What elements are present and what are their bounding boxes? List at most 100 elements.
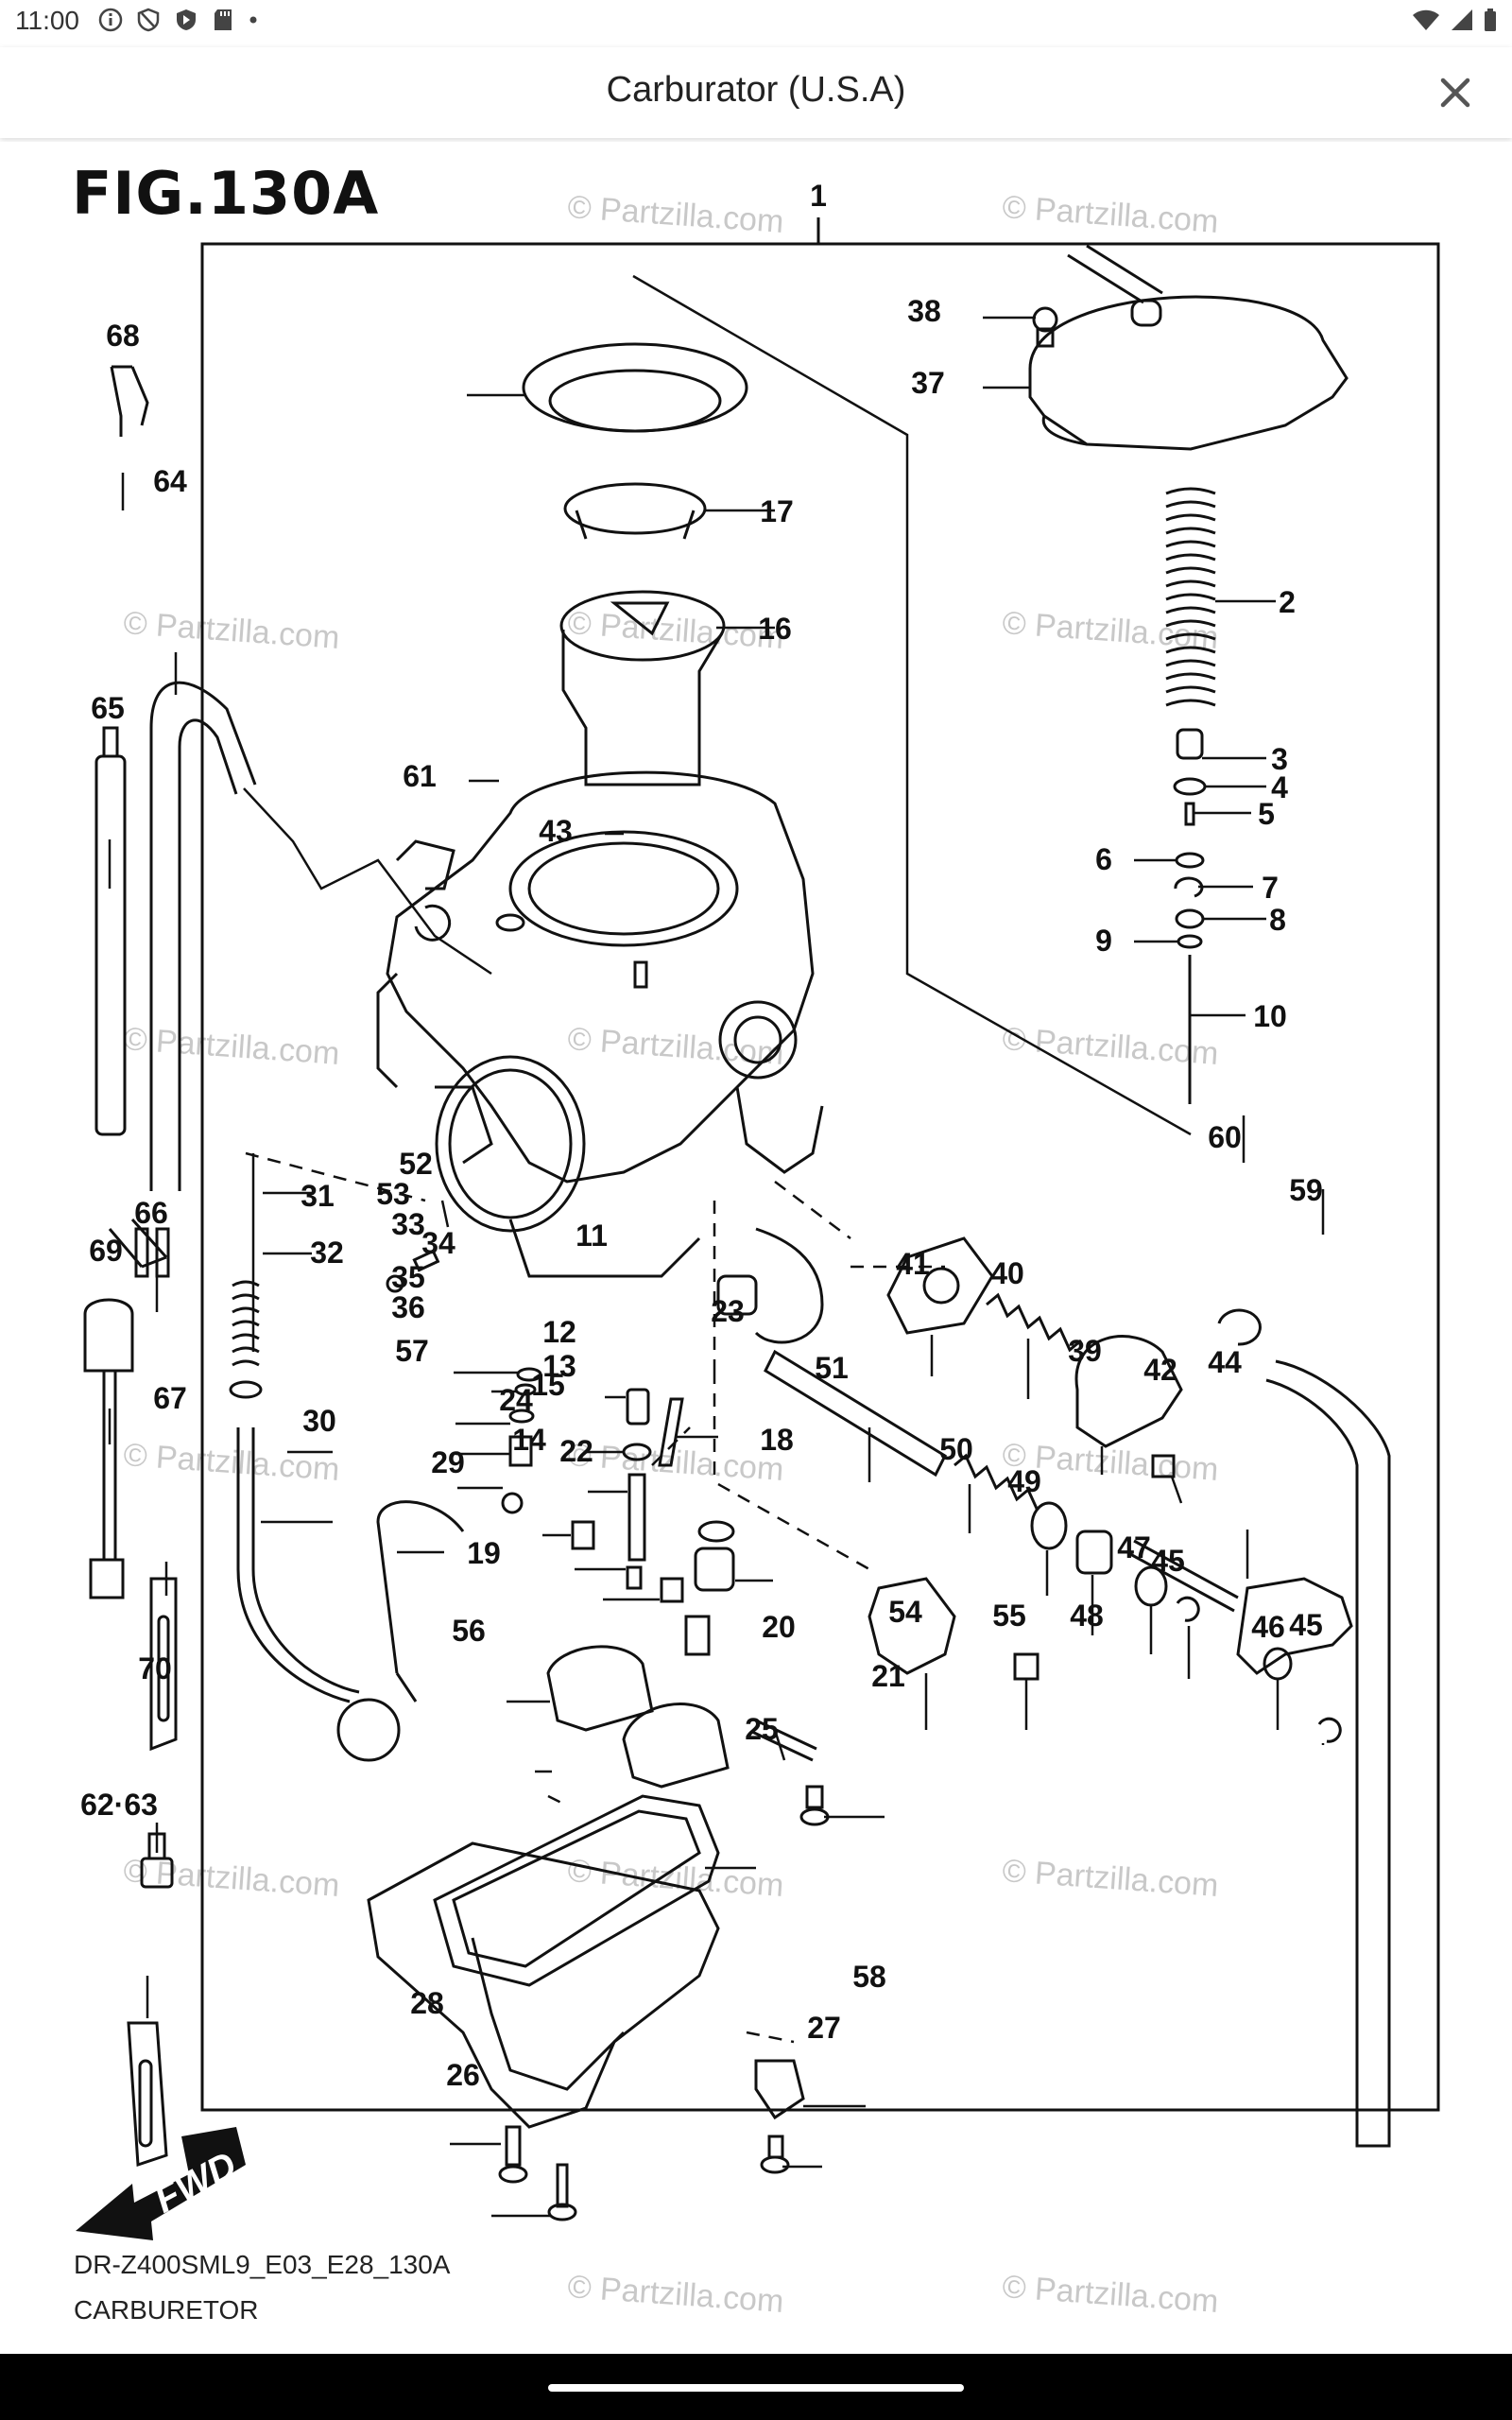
tube-65 [94, 754, 127, 1136]
callout-17: 17 [760, 494, 794, 528]
diagram-frame [200, 242, 1440, 2112]
lever-44 [1236, 1577, 1353, 1675]
callout-25: 25 [745, 1712, 779, 1746]
clamp-60 [1217, 1308, 1262, 1346]
callout-52: 52 [399, 1147, 433, 1181]
callout-48: 48 [1070, 1599, 1104, 1633]
float-bowl [367, 1841, 720, 2129]
callout-58: 58 [852, 1960, 886, 1994]
watermark-text: © Partzilla.com [566, 1853, 784, 1904]
callout-4: 4 [1271, 770, 1288, 804]
callout-1: 1 [810, 179, 827, 213]
callout-41: 41 [896, 1247, 930, 1281]
pump-54 [868, 1577, 956, 1675]
watermark-text: © Partzilla.com [566, 2269, 784, 2320]
callout-20: 20 [762, 1610, 796, 1644]
callout-66: 66 [134, 1196, 168, 1230]
callout-34: 34 [421, 1226, 455, 1260]
callout-29: 29 [431, 1445, 465, 1479]
callout-36: 36 [391, 1290, 425, 1324]
callout-16: 16 [758, 612, 792, 646]
callout-26: 26 [446, 2058, 480, 2092]
washer-32 [229, 1380, 263, 1399]
callout-32: 32 [310, 1236, 344, 1270]
wifi-icon [1413, 9, 1439, 30]
battery-icon [1485, 9, 1496, 31]
close-button[interactable] [1427, 64, 1484, 121]
callout-43: 43 [539, 814, 573, 848]
status-system-icons [1412, 8, 1497, 32]
sd-card-icon [215, 9, 232, 30]
callout-49: 49 [1007, 1464, 1041, 1498]
spring-40 [986, 1292, 1082, 1353]
callout-28: 28 [410, 1986, 444, 2020]
spring-2 [1165, 487, 1216, 707]
watermark-text: © Partzilla.com [566, 1021, 784, 1072]
figure-title: FIG.130A [72, 159, 380, 228]
callout-37: 37 [911, 366, 945, 400]
info-icon [98, 8, 123, 32]
callout-46: 46 [1251, 1610, 1285, 1644]
hose-59 [1265, 1359, 1391, 2148]
diagram-code: DR-Z400SML9_E03_E28_130A [74, 2250, 451, 2279]
carb-top-cap [1028, 295, 1349, 451]
home-gesture-handle[interactable] [548, 2384, 964, 2392]
callout-21: 21 [871, 1659, 905, 1693]
bracket-62-63 [127, 2021, 168, 2168]
callout-61: 61 [403, 759, 437, 793]
bracket-58 [754, 2059, 805, 2120]
clip-68 [110, 365, 149, 437]
callout-15: 15 [531, 1368, 565, 1402]
title-bar: Carburator (U.S.A) [0, 47, 1512, 138]
callout-47: 47 [1117, 1530, 1151, 1564]
spring-31 [232, 1280, 260, 1367]
callout-45: 45 [1151, 1544, 1185, 1578]
callout-27: 27 [807, 2011, 841, 2045]
bracket-67 [149, 1577, 178, 1752]
fwd-arrow: FWD [76, 2127, 246, 2240]
callout-24: 24 [499, 1383, 533, 1417]
callout-68: 68 [106, 319, 140, 353]
callout-45: 45 [1289, 1608, 1323, 1642]
callout-65: 65 [91, 691, 125, 725]
callout-8: 8 [1269, 903, 1286, 937]
callout-42: 42 [1143, 1353, 1177, 1387]
rod-29 [376, 1500, 465, 1703]
callout-60: 60 [1208, 1120, 1242, 1154]
status-notification-icons [98, 8, 259, 32]
callout-12: 12 [542, 1315, 576, 1349]
watermark-text: © Partzilla.com [122, 605, 340, 656]
parts-diagram[interactable]: FIG.130A © Partzilla.com © Partzilla.com ©… [0, 142, 1512, 2354]
cover-39 [1074, 1335, 1183, 1448]
callout-numbers: 1234567891011121314151617181920212223242… [80, 179, 1323, 2092]
watermark-text: © Partzilla.com [566, 605, 784, 656]
status-time: 11:00 [15, 6, 79, 35]
status-bar: 11:00 [0, 0, 1512, 47]
callout-39: 39 [1068, 1334, 1102, 1368]
callout-57: 57 [395, 1334, 429, 1368]
dot-icon [249, 16, 257, 24]
callout-19: 19 [467, 1536, 501, 1570]
callout-40: 40 [990, 1256, 1024, 1290]
callout-62-63: 62·63 [80, 1788, 158, 1822]
callout-7: 7 [1262, 871, 1279, 905]
callout-64: 64 [153, 464, 187, 498]
rod-51 [764, 1349, 947, 1478]
callout-67: 67 [153, 1381, 187, 1415]
callout-9: 9 [1095, 924, 1112, 958]
oring-49 [1030, 1501, 1068, 1550]
callout-22: 22 [559, 1434, 593, 1468]
slide-16 [559, 590, 726, 662]
callout-70: 70 [138, 1651, 172, 1685]
close-icon [1440, 78, 1470, 108]
navigation-bar [0, 2354, 1512, 2420]
watermark-text: © Partzilla.com [1001, 2269, 1219, 2320]
cable-30 [236, 1427, 351, 1703]
callout-53: 53 [376, 1177, 410, 1211]
callout-54: 54 [888, 1595, 922, 1629]
callout-18: 18 [760, 1423, 794, 1457]
play-shield-icon [177, 9, 196, 30]
callout-38: 38 [907, 294, 941, 328]
callout-6: 6 [1095, 842, 1112, 876]
watermark-text: © Partzilla.com [1001, 1853, 1219, 1904]
